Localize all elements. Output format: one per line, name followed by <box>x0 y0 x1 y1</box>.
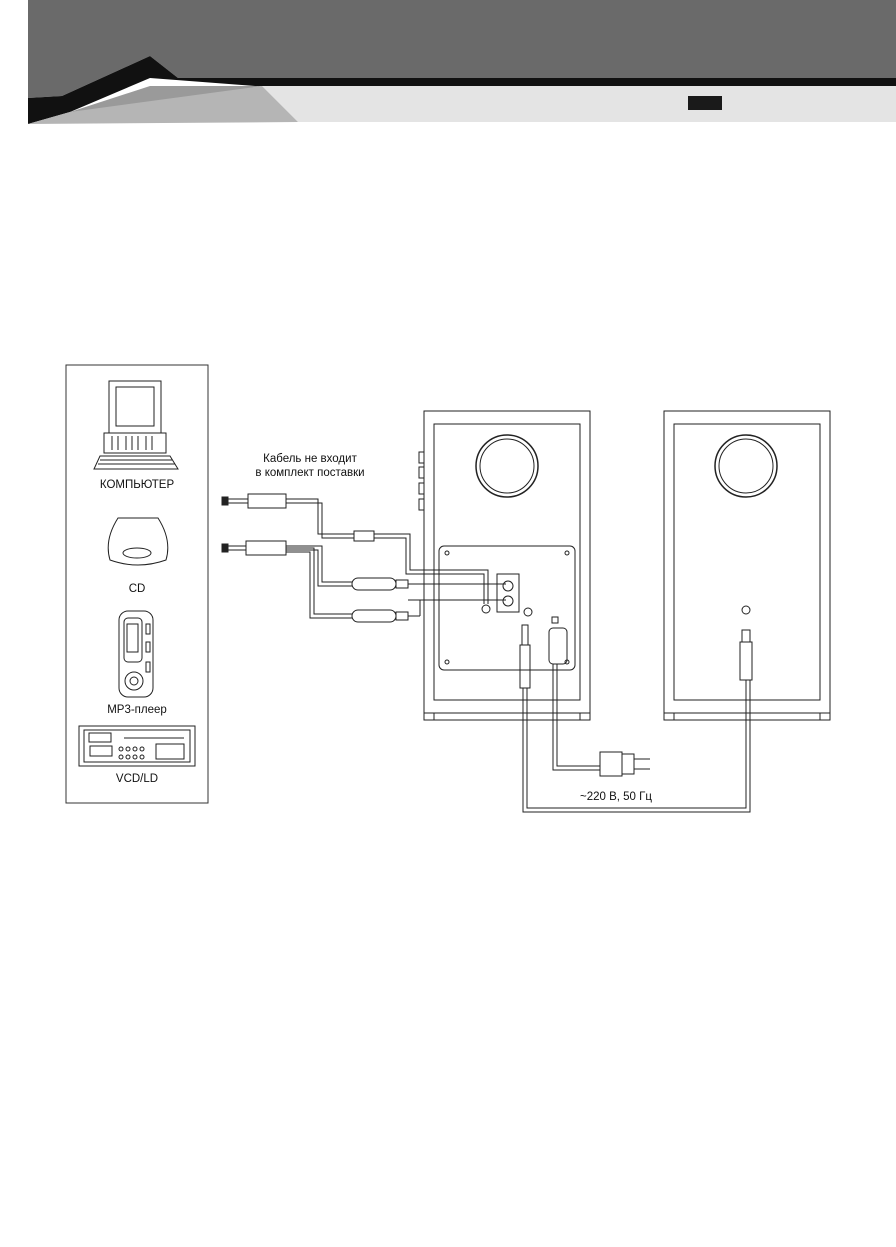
page-header-banner <box>0 0 896 130</box>
source-label-cd: CD <box>129 583 146 595</box>
power-label: ~220 В, 50 Гц <box>580 791 652 803</box>
header-band-left-grey <box>28 86 298 124</box>
rca-input-block <box>496 573 520 613</box>
speaker-input-jack <box>741 605 751 615</box>
woofer-left <box>475 434 539 498</box>
power-socket <box>548 627 568 665</box>
cable-note-line2: в комплект поставки <box>255 467 364 479</box>
computer-icon <box>93 380 179 470</box>
sources-panel <box>65 364 209 804</box>
mp3-player-icon <box>118 610 154 698</box>
rear-panel <box>438 545 576 671</box>
vcd-ld-player-icon <box>78 725 196 767</box>
speaker-active <box>418 410 591 721</box>
source-label-vcd: VCD/LD <box>116 773 158 785</box>
speaker-passive <box>663 410 831 721</box>
header-band-light <box>262 86 896 122</box>
source-label-computer: КОМПЬЮТЕР <box>100 479 175 491</box>
output-jack <box>523 607 533 617</box>
cd-player-icon <box>107 517 169 566</box>
cable-note-line1: Кабель не входит <box>263 453 357 465</box>
page-marker <box>688 96 722 110</box>
power-plug-icon <box>552 664 650 777</box>
header-band-dark <box>28 0 896 98</box>
cable-jack-to-jack <box>221 493 489 604</box>
cable-jack-to-rca <box>221 540 506 623</box>
source-label-mp3: MP3-плеер <box>107 704 167 716</box>
speaker-link-cable <box>522 680 751 813</box>
woofer-right <box>714 434 778 498</box>
